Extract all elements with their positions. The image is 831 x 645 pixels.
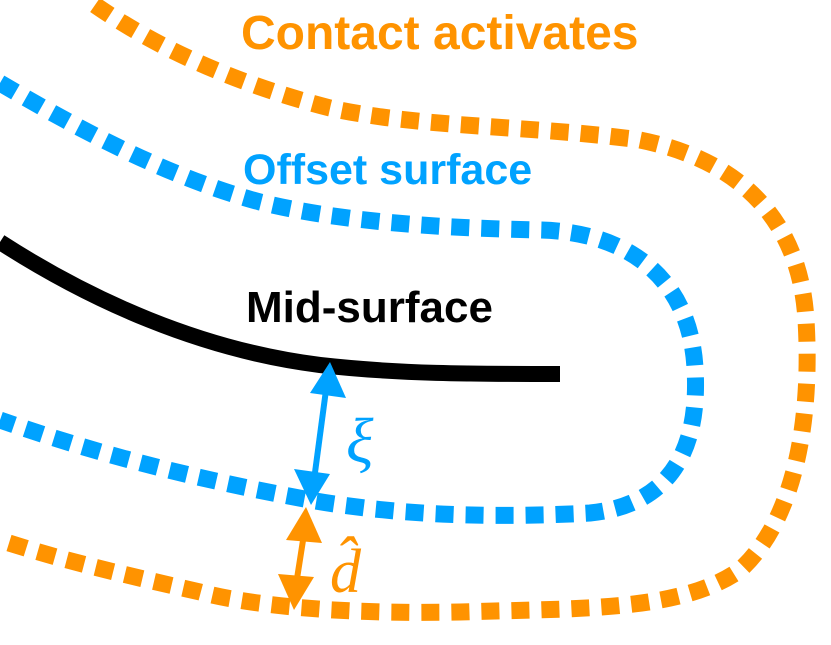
d-hat-symbol: d̂: [330, 536, 362, 606]
offset-surface-curve: [0, 75, 705, 524]
d-hat-arrow-head-bottom: [278, 574, 314, 610]
xi-arrow-shaft: [311, 389, 329, 481]
xi-arrow-head-bottom: [294, 469, 330, 505]
mid-surface-label: Mid-surface: [246, 283, 493, 332]
offset-surface-label: Offset surface: [243, 146, 532, 194]
contact-surface-curve: [0, 0, 816, 621]
xi-arrow-head-top: [310, 362, 346, 398]
contact-activates-label: Contact activates: [241, 7, 638, 60]
xi-symbol: ξ: [346, 405, 374, 476]
d-hat-arrow-head-top: [286, 507, 322, 543]
mid-surface-curve: [0, 235, 561, 382]
